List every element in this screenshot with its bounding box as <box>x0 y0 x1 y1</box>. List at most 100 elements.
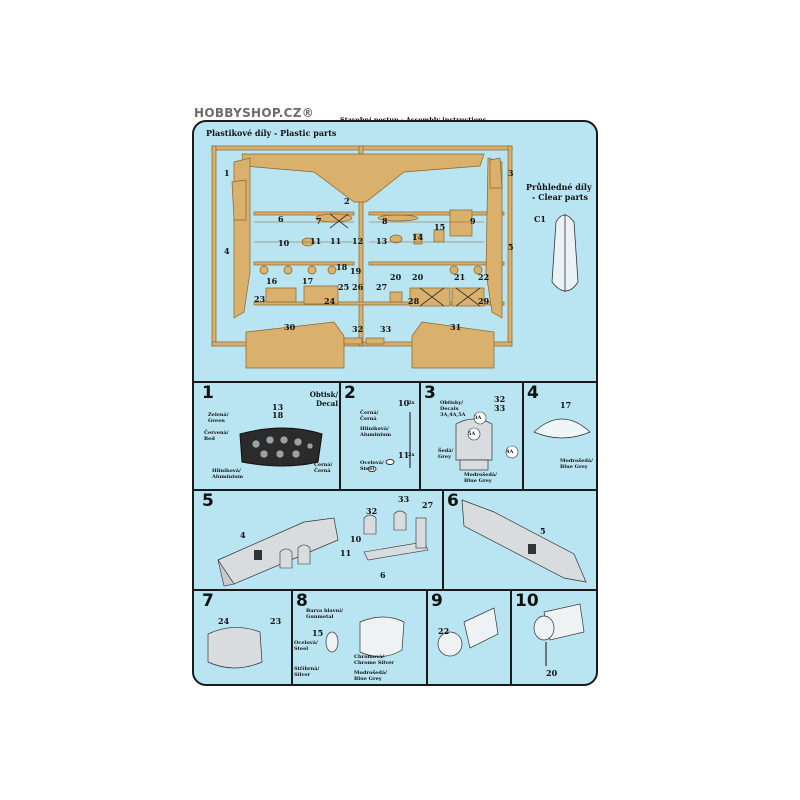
part-number: 11 <box>398 450 410 460</box>
color-label: Modrošedá/ Blue Grey <box>560 458 593 470</box>
part-number: 19 <box>350 266 362 276</box>
part-number: 11 <box>310 236 322 246</box>
part-number: 17 <box>302 276 314 286</box>
divider <box>194 381 596 383</box>
quantity-label: 2x <box>408 400 415 406</box>
instruction-sheet: Plastikové díly - Plastic parts Průhledn… <box>192 120 598 686</box>
part-number: 13 <box>272 402 284 412</box>
sprue-diagram <box>211 145 579 369</box>
color-label: Černá/ Černá <box>314 462 333 474</box>
part-number: 31 <box>450 322 462 332</box>
color-label: Černá/ Černá <box>360 410 379 422</box>
step-number: 2 <box>344 383 356 403</box>
part-number: 3 <box>508 168 514 178</box>
divider <box>339 381 341 489</box>
step-number: 10 <box>515 591 539 611</box>
step-number: 9 <box>431 591 443 611</box>
color-label: Ocelová/ Steel <box>360 460 384 472</box>
step-number: 6 <box>447 491 459 511</box>
step-number: 8 <box>296 591 308 611</box>
part-number: 5 <box>540 526 546 536</box>
decal-label: Obtisk/ Decal <box>309 390 338 408</box>
divider <box>442 489 444 589</box>
part-number: 33 <box>398 494 410 504</box>
part-number: 15 <box>312 628 324 638</box>
part-number: 13 <box>376 236 388 246</box>
part-number: 21 <box>454 272 466 282</box>
part-number: 6 <box>278 214 284 224</box>
color-label: Ocelová/ Steel <box>294 640 318 652</box>
part-number: 8 <box>382 216 388 226</box>
part-number: 16 <box>266 276 278 286</box>
divider <box>522 381 524 489</box>
part-number: 7 <box>316 216 322 226</box>
divider <box>419 381 421 489</box>
part-number: 18 <box>336 262 348 272</box>
part-number: 20 <box>546 668 558 678</box>
step-number: 5 <box>202 491 214 511</box>
color-label: Hliníková/ Aluminium <box>360 426 392 438</box>
part-number: 11 <box>340 548 352 558</box>
part-number: 5 <box>508 242 514 252</box>
color-label: Chromová/ Chrome Silver <box>354 654 394 666</box>
color-label: Červená/ Red <box>204 430 229 442</box>
plastic-parts-title: Plastikové díly - Plastic parts <box>206 128 337 138</box>
part-number: 9 <box>470 216 476 226</box>
decal-marker: 5A <box>468 431 476 437</box>
part-number: 10 <box>278 238 290 248</box>
part-number: 10 <box>350 534 362 544</box>
step-drawings <box>207 411 591 669</box>
part-number: 20 <box>412 272 424 282</box>
divider <box>426 589 428 684</box>
decal-marker: 3A <box>474 415 482 421</box>
part-number: 23 <box>270 616 282 626</box>
part-number: 12 <box>352 236 364 246</box>
decals-label: Obtisky/ Decals 3A,4A,5A <box>440 400 466 418</box>
part-number: 27 <box>422 500 434 510</box>
color-label: Modrošedá/ Blue Grey <box>464 472 497 484</box>
part-number: 32 <box>352 324 364 334</box>
part-number: 28 <box>408 296 420 306</box>
part-number: 1 <box>224 168 230 178</box>
part-number: 24 <box>324 296 336 306</box>
part-number: 33 <box>380 324 392 334</box>
step-number: 1 <box>202 383 214 403</box>
clear-parts-subtitle: - Clear parts <box>532 192 588 202</box>
divider <box>194 489 596 491</box>
color-label: Zelená/ Green <box>208 412 229 424</box>
part-number: 22 <box>438 626 450 636</box>
part-number: 17 <box>560 400 572 410</box>
color-label: Barva hlavní/ Gunmetal <box>306 608 344 620</box>
step-number: 7 <box>202 591 214 611</box>
part-number: 22 <box>478 272 490 282</box>
part-number: 33 <box>494 403 506 413</box>
step-number: 4 <box>527 383 539 403</box>
part-number: 32 <box>366 506 378 516</box>
color-label: Hliníková/ Aluminium <box>212 468 244 480</box>
part-number: 14 <box>412 232 424 242</box>
brand-watermark: HOBBYSHOP.CZ® <box>194 106 315 120</box>
divider <box>291 589 293 684</box>
part-c1: C1 <box>534 214 546 224</box>
part-number: 2 <box>344 196 350 206</box>
part-number: 10 <box>398 398 410 408</box>
part-number: 29 <box>478 296 490 306</box>
divider <box>510 589 512 684</box>
part-number: 25 <box>338 282 350 292</box>
part-number: 4 <box>240 530 246 540</box>
part-number: 24 <box>218 616 230 626</box>
divider <box>194 589 596 591</box>
part-number: 4 <box>224 246 230 256</box>
color-label: Stříbrná/ Silver <box>294 666 320 678</box>
part-number: 26 <box>352 282 364 292</box>
part-number: 32 <box>494 394 506 404</box>
color-label: Šedá/ Grey <box>438 448 454 460</box>
part-number: 11 <box>330 236 342 246</box>
part-number: 15 <box>434 222 446 232</box>
step-number: 3 <box>424 383 436 403</box>
part-number: 18 <box>272 410 284 420</box>
clear-parts-title: Průhledné díly <box>526 182 592 192</box>
part-number: 27 <box>376 282 388 292</box>
color-label: Modrošedá/ Blue Grey <box>354 670 387 682</box>
part-number: 23 <box>254 294 266 304</box>
